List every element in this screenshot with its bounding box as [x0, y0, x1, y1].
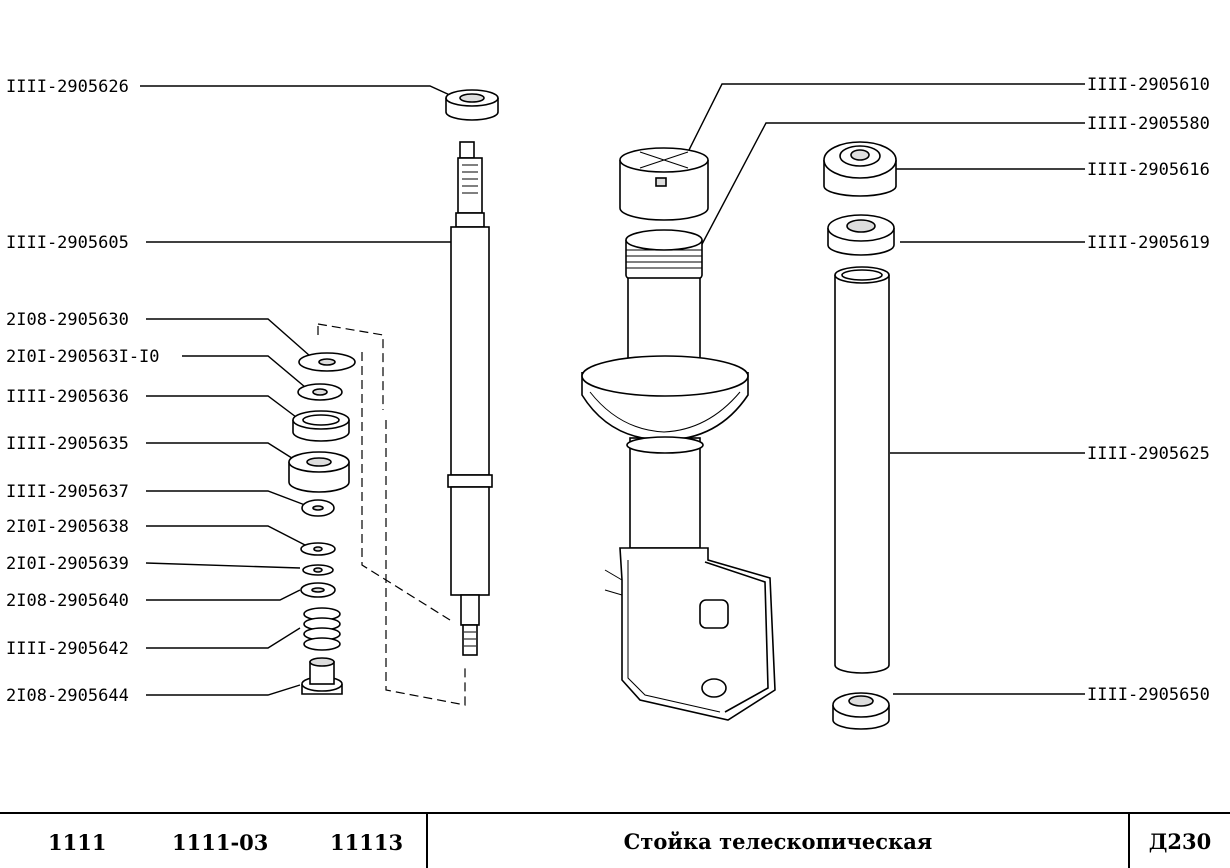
strut-housing-2905580 — [581, 229, 776, 721]
callout-label-r1: IIII-2905610 — [1087, 75, 1210, 95]
washer-2905639 — [302, 564, 334, 576]
callout-label-r4: IIII-2905619 — [1087, 233, 1210, 253]
callout-label-r6: IIII-2905650 — [1087, 685, 1210, 705]
leader-l11 — [146, 627, 301, 649]
washer-2905631 — [297, 383, 343, 401]
spring-2905642 — [303, 607, 341, 651]
model-2: 1111-03 — [172, 830, 269, 855]
leader-l10 — [146, 589, 301, 601]
cap-2905616 — [823, 141, 897, 197]
exploded-diagram: IIII-2905626 IIII-2905605 2I08-2905630 2… — [6, 75, 1210, 730]
leader-r2 — [699, 122, 1085, 249]
leader-l12 — [146, 684, 301, 696]
title-block: 1111 1111-03 11113 Стойка телескопическа… — [0, 812, 1230, 868]
leader-l1 — [140, 85, 453, 97]
callout-label-l5: IIII-2905636 — [6, 387, 129, 407]
sheet-code: Д230 — [1148, 828, 1212, 854]
callout-label-l8: 2I0I-2905638 — [6, 517, 129, 537]
washer-2905638 — [300, 542, 336, 556]
nut-2905644 — [301, 657, 343, 695]
leader-l3 — [146, 318, 311, 357]
callout-label-l3: 2I08-2905630 — [6, 310, 129, 330]
callout-label-l2: IIII-2905605 — [6, 233, 129, 253]
callout-label-l11: IIII-2905642 — [6, 639, 129, 659]
callout-label-l6: IIII-2905635 — [6, 434, 129, 454]
assembly-line-bracket — [317, 323, 384, 410]
leader-l7 — [146, 490, 306, 506]
callout-label-l1: IIII-2905626 — [6, 77, 129, 97]
callout-label-l10: 2I08-2905640 — [6, 591, 129, 611]
nut-2905650 — [832, 692, 890, 730]
model-1: 1111 — [48, 830, 107, 855]
leader-l8 — [146, 525, 306, 546]
split-ring-2905636 — [292, 410, 350, 442]
callout-label-l4: 2I0I-290563I-I0 — [6, 347, 160, 367]
leader-l4 — [182, 355, 306, 388]
washer-2905630 — [298, 352, 356, 372]
callout-label-l9: 2I0I-2905639 — [6, 554, 129, 574]
assembly-line-lower — [361, 352, 451, 621]
callout-label-l7: IIII-2905637 — [6, 482, 129, 502]
washer-2905640 — [300, 582, 336, 598]
callout-label-l12: 2I08-2905644 — [6, 686, 129, 706]
nut-2905619 — [827, 214, 895, 256]
bearing-2905635 — [288, 451, 350, 493]
model-3: 11113 — [330, 830, 404, 855]
leader-r1 — [687, 83, 1085, 153]
model-list: 1111 1111-03 11113 — [0, 814, 428, 868]
star-washer-2905637 — [301, 499, 335, 517]
leader-l9 — [145, 562, 301, 569]
rubber-bushing-top — [445, 89, 499, 121]
leader-l5 — [146, 395, 301, 421]
rebound-buffer-2905610 — [619, 147, 709, 221]
piston-rod — [447, 141, 493, 656]
callout-label-r5: IIII-2905625 — [1087, 444, 1210, 464]
callout-label-r3: IIII-2905616 — [1087, 160, 1210, 180]
callout-label-r2: IIII-2905580 — [1087, 114, 1210, 134]
assembly-name: Стойка телескопическая — [428, 814, 1130, 868]
cartridge-2905625 — [834, 266, 890, 674]
leader-l6 — [146, 442, 296, 461]
assembly-line-bottom — [385, 420, 466, 706]
